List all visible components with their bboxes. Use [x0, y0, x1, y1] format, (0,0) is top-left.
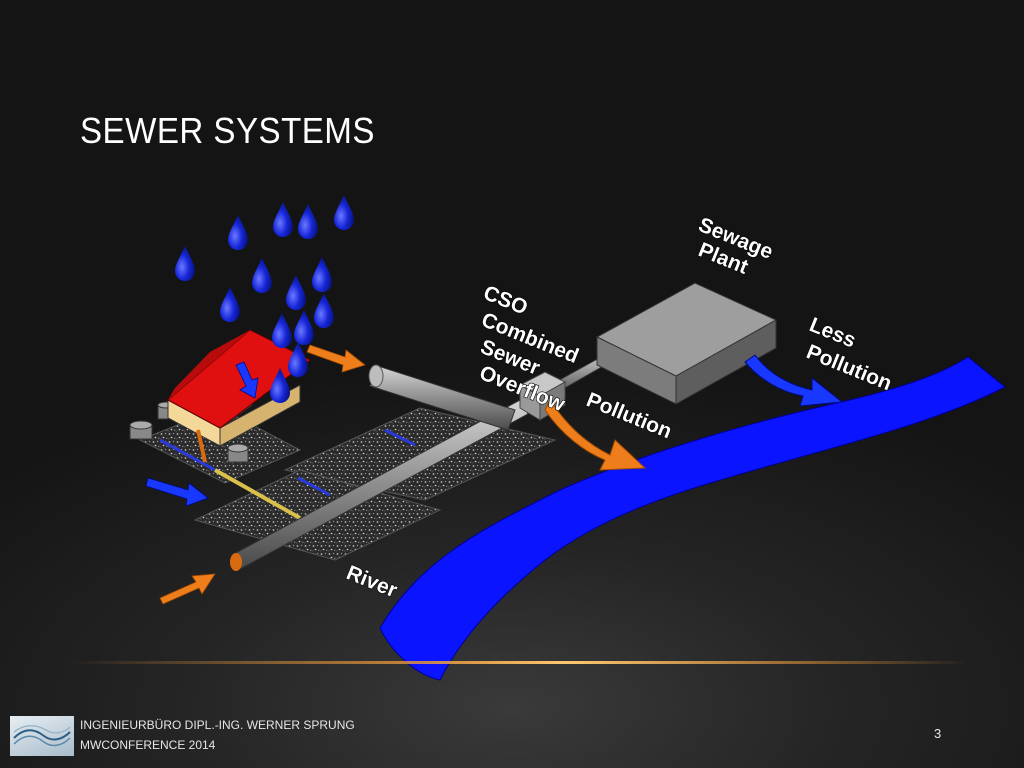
- rain-drop-icon: [294, 310, 314, 345]
- rain-drop-icon: [288, 342, 308, 377]
- footer-company: INGENIEURBÜRO DIPL.-ING. WERNER SPRUNG: [80, 718, 355, 732]
- rain-drop-icon: [334, 195, 354, 230]
- rain-drop-icon: [298, 204, 318, 239]
- drain-line-1: [159, 438, 216, 472]
- rain-drop-icon: [175, 246, 195, 281]
- wave-icon: [13, 725, 71, 747]
- sewage-plant: [595, 282, 778, 405]
- drain-line-3: [297, 476, 331, 497]
- less-pollution-arrow: [744, 354, 844, 407]
- flow-arrow: [145, 477, 209, 507]
- rain-drop-icon: [220, 287, 240, 322]
- river: [379, 356, 1006, 681]
- footer-text: INGENIEURBÜRO DIPL.-ING. WERNER SPRUNG M…: [80, 715, 355, 755]
- inflow-arrow: [159, 573, 216, 605]
- rain-drop-icon: [314, 293, 334, 328]
- slide-title: SEWER SYSTEMS: [80, 110, 375, 151]
- rain-drop-icon: [228, 215, 248, 250]
- company-logo: [10, 716, 74, 756]
- runoff-arrow: [306, 344, 366, 373]
- footer-event: MWCONFERENCE 2014: [80, 738, 216, 752]
- rain-drop-icon: [273, 202, 293, 237]
- rain-drop-icon: [286, 275, 306, 310]
- rain-drop-icon: [270, 368, 290, 403]
- roof-down-arrow: [235, 361, 259, 399]
- sewer-main-pipe: [230, 399, 529, 571]
- drain-line-2: [384, 428, 416, 447]
- footer-divider: [70, 661, 970, 664]
- rain-drop-icon: [272, 313, 292, 348]
- label-river: River: [343, 561, 400, 602]
- rain-drop-icon: [312, 257, 332, 292]
- overflow-pipe: [368, 364, 516, 431]
- rain-drop-icon: [252, 258, 272, 293]
- stormwater-line: [214, 468, 301, 520]
- house-roof: [167, 329, 311, 429]
- page-number: 3: [934, 726, 942, 741]
- pollution-arrow: [544, 399, 647, 471]
- rain-drops: [175, 195, 354, 403]
